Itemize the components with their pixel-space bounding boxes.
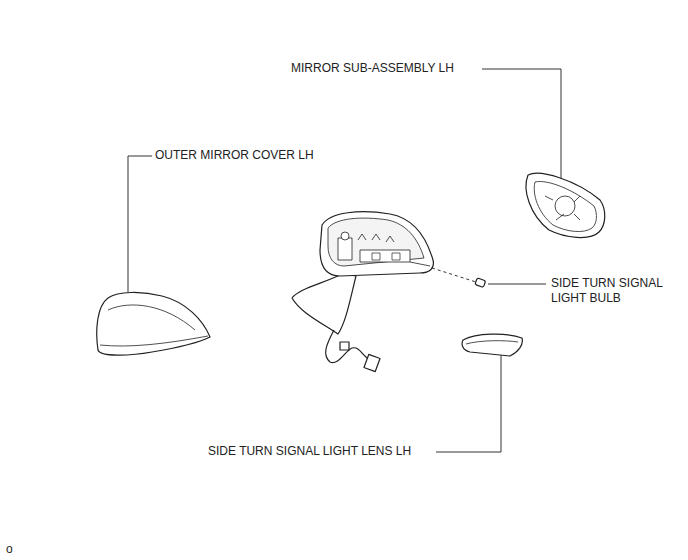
wire-clamp <box>340 342 349 350</box>
part-label: MIRROR SUB-ASSEMBLY LH <box>290 61 455 76</box>
wire-harness <box>326 330 370 363</box>
mirror-rib <box>545 196 580 220</box>
cover-contour <box>100 336 208 346</box>
mirror-back <box>534 182 596 232</box>
lens-contour <box>466 341 518 344</box>
mirror-mount <box>555 196 575 216</box>
leader-line <box>482 69 561 180</box>
housing-inner <box>328 218 424 266</box>
leader-line <box>436 352 501 452</box>
mirror-housing <box>320 212 433 276</box>
pivot <box>341 232 349 240</box>
socket <box>410 262 430 266</box>
turn-signal-lens <box>462 334 522 356</box>
mirror-sub-assembly <box>526 173 605 237</box>
part-label: OUTER MIRROR COVER LH <box>154 148 315 163</box>
bulb <box>475 278 486 288</box>
outer-mirror-cover <box>97 292 210 355</box>
dashed-guide <box>432 268 476 282</box>
cover-contour <box>108 305 195 330</box>
part-label: SIDE TURN SIGNAL LIGHT LENS LH <box>207 444 412 459</box>
leader-line <box>488 284 546 285</box>
actuator-part <box>392 253 400 260</box>
actuator <box>360 250 410 262</box>
part-label: SIDE TURN SIGNAL LIGHT BULB <box>550 276 684 306</box>
clip <box>358 234 394 242</box>
page-mark: o <box>5 542 14 557</box>
connector <box>364 354 380 371</box>
mirror-base <box>292 274 356 334</box>
retractor-motor <box>338 238 352 260</box>
leader-line <box>128 156 152 292</box>
actuator-part <box>372 253 380 260</box>
